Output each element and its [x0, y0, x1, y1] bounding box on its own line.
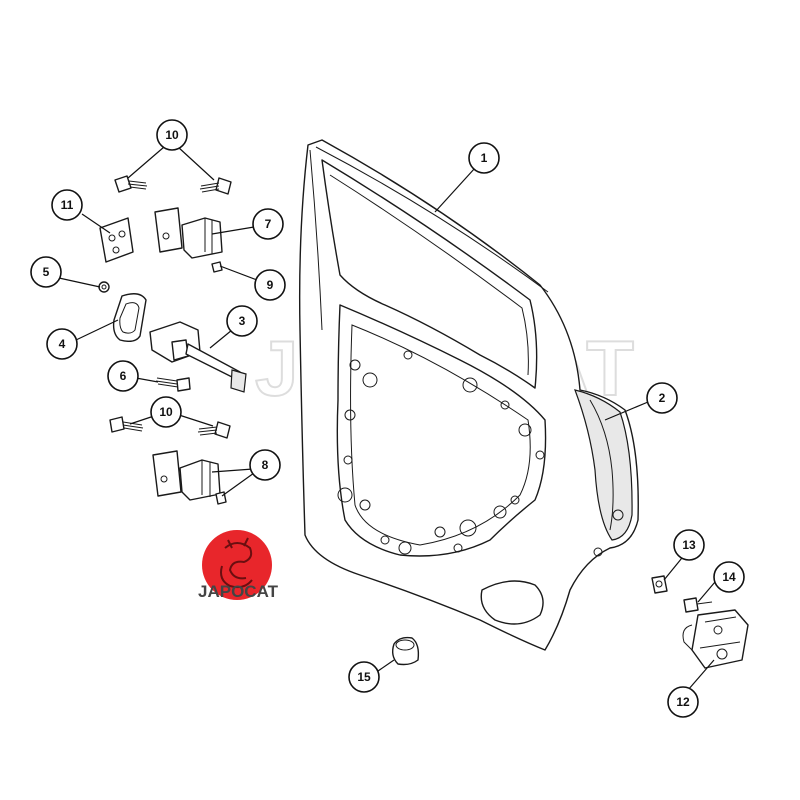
nut-part-5: [98, 281, 110, 293]
svg-text:12: 12: [676, 695, 690, 709]
bolt-part-13: [651, 575, 668, 594]
svg-text:1: 1: [481, 151, 488, 165]
plate-part-11: [99, 217, 134, 263]
callout-14: 14: [713, 561, 745, 593]
door-panel: [298, 139, 639, 651]
striker-part-12: [682, 609, 749, 669]
callout-13: 13: [673, 529, 705, 561]
svg-text:4: 4: [59, 337, 66, 351]
callout-2: 2: [646, 382, 678, 414]
callout-12: 12: [667, 686, 699, 718]
callout-10-mid: 10: [150, 396, 182, 428]
svg-text:JAPOCAT: JAPOCAT: [198, 582, 279, 601]
svg-text:5: 5: [43, 265, 50, 279]
plug-part-15: [391, 636, 420, 666]
bolt-part-10-top-right: [199, 177, 232, 195]
bolt-part-10-top-left: [114, 175, 148, 193]
svg-text:13: 13: [682, 538, 696, 552]
svg-text:14: 14: [722, 570, 736, 584]
callout-1: 1: [468, 142, 500, 174]
svg-text:15: 15: [357, 670, 371, 684]
callout-6: 6: [107, 360, 139, 392]
bolt-part-10-mid-right: [197, 421, 231, 439]
svg-text:8: 8: [262, 458, 269, 472]
svg-text:3: 3: [239, 314, 246, 328]
callout-11: 11: [51, 189, 83, 221]
callout-10-top: 10: [156, 119, 188, 151]
door-check-part-3: [149, 321, 247, 393]
cat-emblem-icon: [220, 537, 253, 589]
callout-7: 7: [252, 208, 284, 240]
svg-text:7: 7: [265, 217, 272, 231]
callout-9: 9: [254, 269, 286, 301]
bolt-part-10-mid-left: [109, 416, 144, 433]
svg-text:10: 10: [165, 128, 179, 142]
callout-5: 5: [30, 256, 62, 288]
svg-text:2: 2: [659, 391, 666, 405]
callout-15: 15: [348, 661, 380, 693]
gasket-part-4: [112, 293, 147, 343]
lower-hinge-part-8: [152, 450, 227, 505]
leader-lines: [58, 146, 716, 691]
svg-text:11: 11: [61, 198, 74, 212]
screw-part-14: [683, 597, 713, 613]
bolt-part-9: [211, 261, 223, 273]
svg-text:10: 10: [159, 405, 173, 419]
svg-text:6: 6: [120, 369, 127, 383]
callout-8: 8: [249, 449, 281, 481]
bolt-part-6: [155, 377, 191, 392]
callout-3: 3: [226, 305, 258, 337]
upper-hinge-part-7: [154, 207, 223, 259]
callout-4: 4: [46, 328, 78, 360]
svg-text:9: 9: [267, 278, 274, 292]
japocat-logo: JAPOCAT: [198, 530, 279, 601]
